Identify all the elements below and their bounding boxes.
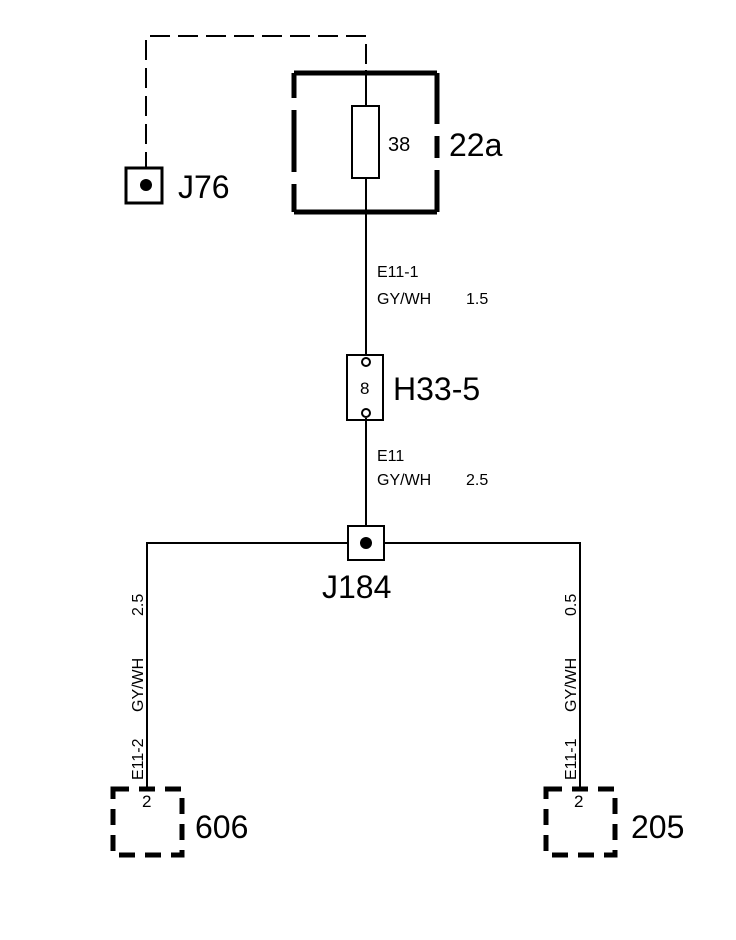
wire-right-color: GY/WH bbox=[563, 658, 580, 712]
wire-left-color: GY/WH bbox=[130, 658, 147, 712]
wire-right bbox=[366, 542, 581, 790]
wire-right-size: 0.5 bbox=[563, 594, 580, 616]
component-606-label: 606 bbox=[195, 809, 248, 845]
wire-top-color: GY/WH bbox=[377, 291, 431, 308]
component-205-pin: 2 bbox=[574, 792, 583, 811]
dashed-link-wire bbox=[145, 35, 367, 172]
fuse-number: 38 bbox=[388, 134, 410, 156]
wire-left-size: 2.5 bbox=[130, 594, 147, 616]
wire-mid-size: 2.5 bbox=[466, 472, 488, 489]
splice-j184 bbox=[347, 525, 385, 561]
wire-mid-code: E11 bbox=[377, 448, 404, 465]
connector-h33-label: H33-5 bbox=[393, 371, 480, 407]
component-205-label: 205 bbox=[631, 809, 684, 845]
wire-left bbox=[146, 542, 366, 790]
j76-label: J76 bbox=[178, 169, 230, 205]
fuse-element bbox=[351, 105, 380, 179]
component-606-box bbox=[110, 786, 185, 858]
component-606-pin: 2 bbox=[142, 792, 151, 811]
component-205-box bbox=[543, 786, 618, 858]
wire-left-code: E11-2 bbox=[130, 738, 147, 780]
wire-top-code: E11-1 bbox=[377, 264, 419, 281]
connector-h33-pin: 8 bbox=[360, 379, 369, 398]
splice-label: J184 bbox=[322, 569, 391, 605]
j76-terminal bbox=[124, 166, 164, 205]
wire-right-code: E11-1 bbox=[563, 738, 580, 780]
wire-mid-color: GY/WH bbox=[377, 472, 431, 489]
wire-top-size: 1.5 bbox=[466, 291, 488, 308]
fuse-box-label: 22a bbox=[449, 127, 503, 163]
